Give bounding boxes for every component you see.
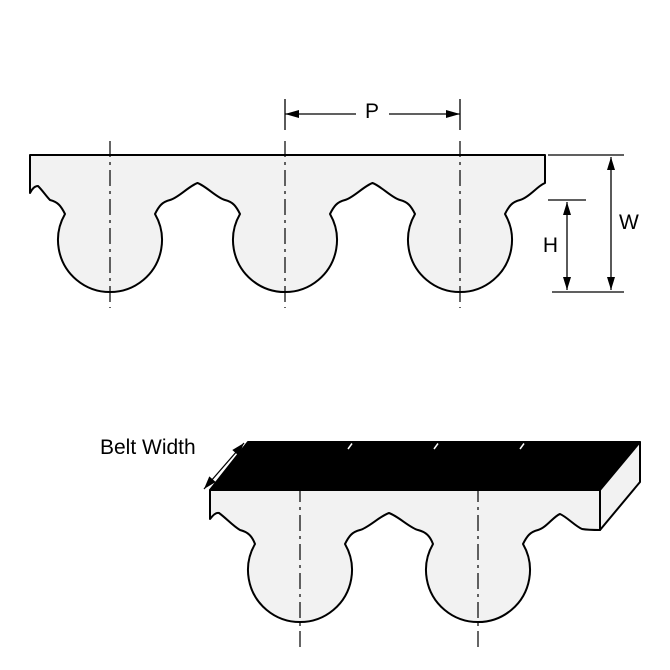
tooth-height-dimension: H xyxy=(543,199,586,290)
belt-top-face xyxy=(209,441,641,491)
total-height-label: W xyxy=(619,211,639,234)
perspective-view: Belt Width xyxy=(100,436,641,650)
total-height-dimension: W xyxy=(548,154,639,293)
arrow-left-icon xyxy=(285,110,299,118)
seam-tick xyxy=(433,443,439,450)
seam-tick xyxy=(519,443,525,450)
arrow-down-left-icon xyxy=(204,476,216,489)
belt-width-dimension: Belt Width xyxy=(100,436,245,490)
arrow-up-icon xyxy=(563,202,571,215)
seam-tick xyxy=(347,443,353,450)
arrow-right-icon xyxy=(446,110,460,118)
belt-cross-section xyxy=(29,154,546,293)
arrow-down-icon xyxy=(563,277,571,290)
tooth-height-label: H xyxy=(543,234,558,257)
arrow-down-icon xyxy=(607,277,615,290)
profile-view: P W H xyxy=(29,99,639,308)
pitch-dimension: P xyxy=(284,99,461,130)
belt-front-face xyxy=(209,489,601,623)
arrow-up-icon xyxy=(607,157,615,170)
pitch-label: P xyxy=(365,100,379,123)
arrow-up-right-icon xyxy=(232,443,244,456)
belt-width-label: Belt Width xyxy=(100,436,196,459)
